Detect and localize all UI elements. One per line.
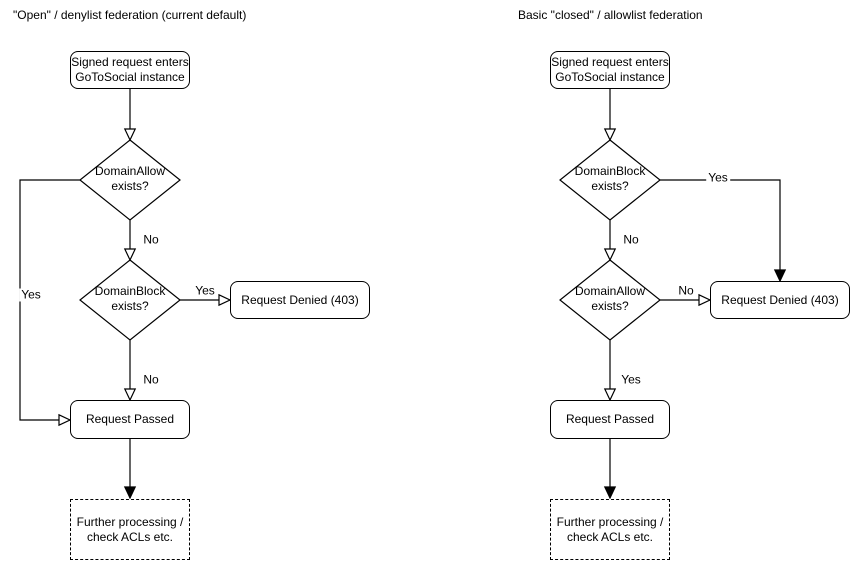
right-diagram-title: Basic "closed" / allowlist federation	[518, 8, 703, 22]
right-passed-node: Request Passed	[550, 400, 670, 439]
left-diagram-title: "Open" / denylist federation (current de…	[13, 8, 247, 22]
left-decision1-no-edge-label: No	[141, 232, 161, 247]
left-denied-node: Request Denied (403)	[230, 281, 370, 319]
right-decision2-yes-edge-label: Yes	[619, 372, 643, 387]
right-decision1-no-edge-label: No	[621, 232, 641, 247]
left-decision2-yes-edge-label: Yes	[193, 283, 217, 298]
left-entry-node: Signed request enters GoToSocial instanc…	[70, 51, 190, 89]
right-decision1-yes-connector	[660, 179, 787, 283]
left-further-node: Further processing / check ACLs etc.	[70, 499, 190, 560]
right-further-node: Further processing / check ACLs etc.	[550, 499, 670, 560]
right-decision2-diamond	[559, 259, 661, 341]
right-decision2-no-edge-label: No	[676, 283, 696, 298]
left-passed-node: Request Passed	[70, 400, 190, 439]
left-decision2-diamond	[79, 259, 181, 341]
right-entry-node: Signed request enters GoToSocial instanc…	[550, 51, 670, 89]
left-decision2-no-edge-label: No	[141, 372, 161, 387]
right-decision1-yes-edge-label: Yes	[706, 170, 730, 185]
left-decision1-diamond	[79, 139, 181, 221]
left-decision1-yes-edge-label: Yes	[19, 287, 43, 302]
right-decision1-diamond	[559, 139, 661, 221]
right-denied-node: Request Denied (403)	[710, 281, 850, 319]
